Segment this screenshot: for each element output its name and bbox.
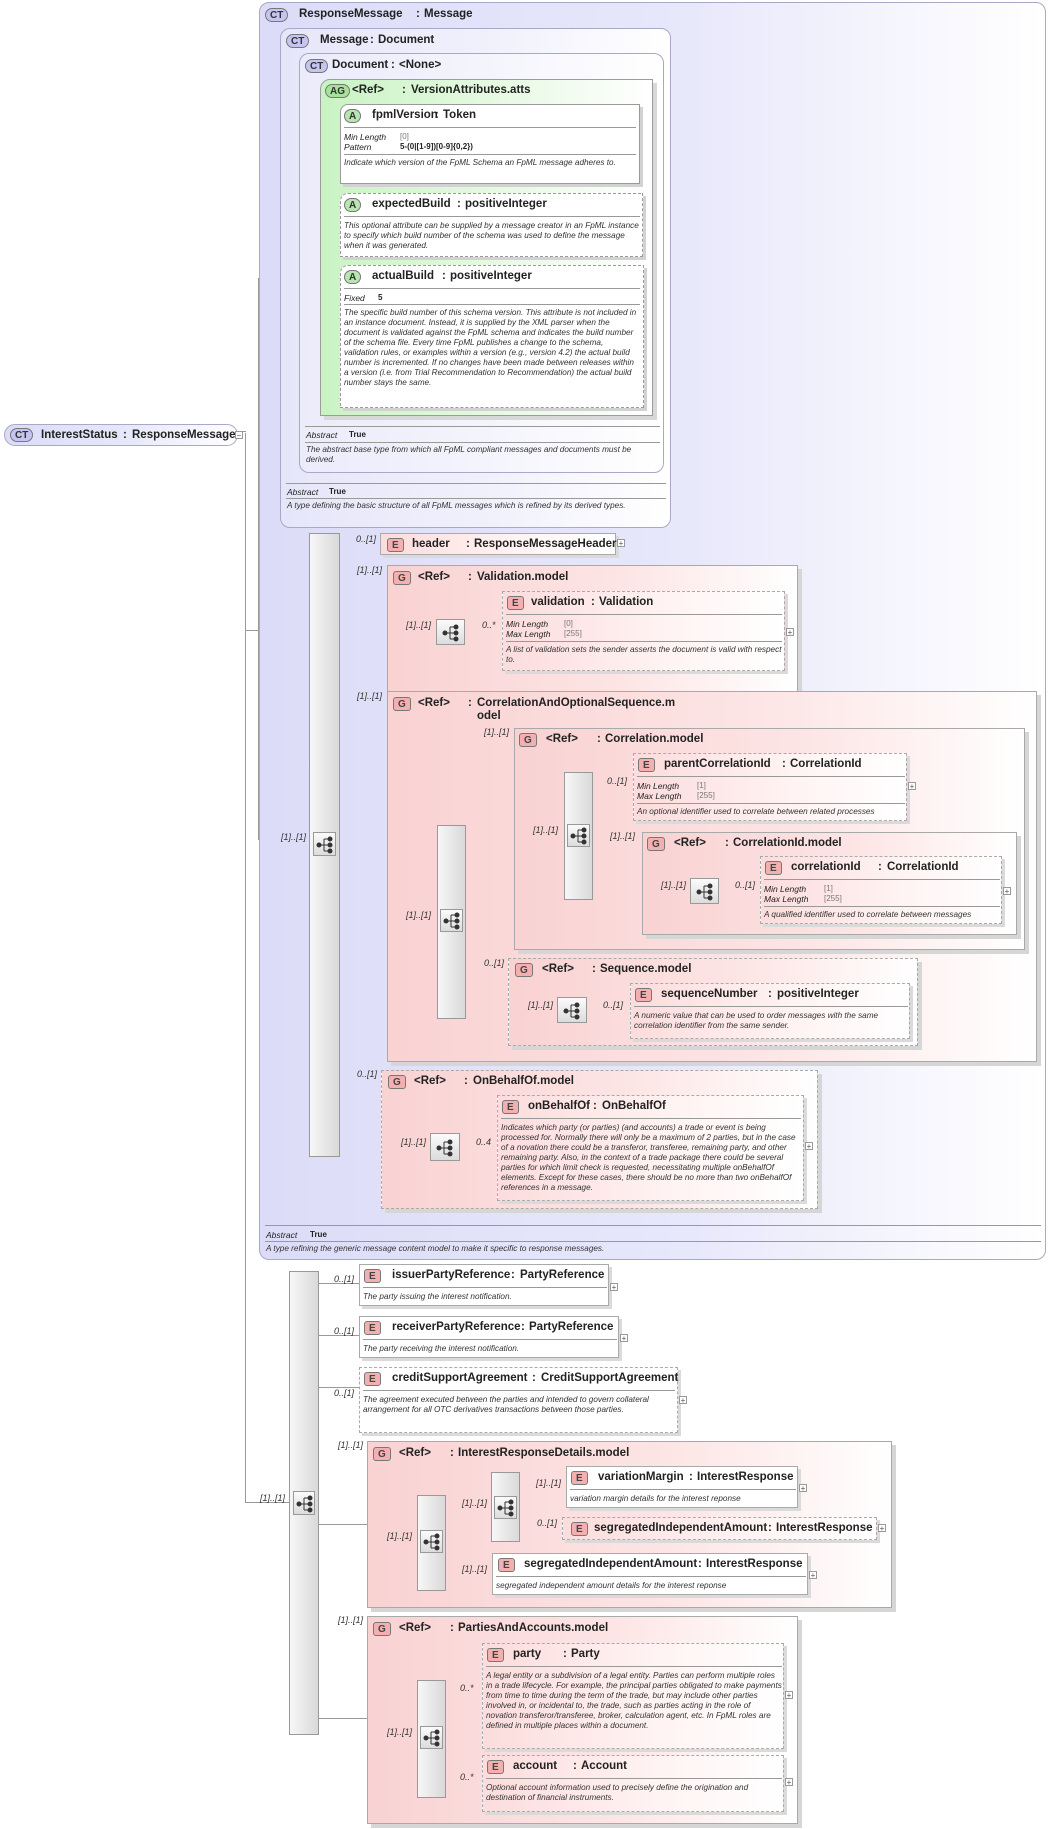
expand-icon[interactable]: + — [620, 1334, 628, 1343]
sequence-compositor-icon[interactable] — [436, 619, 465, 645]
attribute-actualbuild[interactable]: A actualBuild : positiveInteger Fixed 5 … — [340, 265, 644, 408]
attribute-group-icon: AG — [325, 84, 350, 98]
element-icon: E — [638, 758, 655, 772]
element-icon: E — [498, 1558, 515, 1572]
sequence-compositor-icon[interactable] — [420, 1726, 443, 1749]
sequence-compositor-icon[interactable] — [293, 1491, 315, 1515]
element-icon: E — [364, 1321, 381, 1335]
element-parentcorrelationid[interactable]: E parentCorrelationId : CorrelationId Mi… — [633, 753, 907, 821]
element-icon: E — [387, 538, 404, 552]
expand-icon[interactable]: + — [799, 1484, 807, 1493]
sequence-compositor-icon[interactable] — [557, 997, 587, 1023]
attribute-icon: A — [344, 109, 362, 123]
element-correlationid[interactable]: E correlationId : CorrelationId Min Leng… — [760, 856, 1002, 924]
collapse-icon[interactable]: − — [235, 431, 243, 440]
element-icon: E — [571, 1522, 588, 1536]
sequence-compositor-icon[interactable] — [430, 1133, 460, 1161]
attribute-expectedbuild[interactable]: A expectedBuild : positiveInteger This o… — [340, 193, 643, 257]
element-icon: E — [635, 988, 652, 1002]
type-name: Message — [320, 34, 369, 46]
element-header[interactable]: E header : ResponseMessageHeader — [380, 533, 617, 555]
expand-icon[interactable]: + — [785, 1778, 793, 1787]
expand-icon[interactable]: + — [786, 628, 794, 637]
attribute-icon: A — [344, 198, 362, 212]
group-icon: G — [393, 697, 411, 711]
expand-icon[interactable]: + — [785, 1691, 793, 1700]
expand-icon[interactable]: + — [617, 539, 625, 548]
group-icon: G — [388, 1075, 406, 1089]
element-account[interactable]: E account : Account Optional account inf… — [482, 1755, 784, 1812]
sequence-compositor-icon[interactable] — [690, 878, 719, 904]
expand-icon[interactable]: + — [805, 1142, 813, 1151]
type-base: Document — [378, 34, 435, 46]
sequence-compositor-icon[interactable] — [313, 832, 336, 856]
attribute-icon: A — [344, 270, 362, 284]
element-variationmargin[interactable]: E variationMargin : InterestResponse var… — [566, 1466, 798, 1508]
group-icon: G — [393, 571, 411, 585]
group-icon: G — [647, 837, 665, 851]
complex-type-icon: CT — [10, 428, 34, 442]
element-receiverpartyreference[interactable]: E receiverPartyReference : PartyReferenc… — [359, 1316, 619, 1358]
element-icon: E — [765, 861, 782, 875]
element-icon: E — [364, 1372, 381, 1386]
element-icon: E — [507, 596, 524, 610]
expand-icon[interactable]: + — [679, 1396, 687, 1405]
expand-icon[interactable]: + — [809, 1571, 817, 1580]
element-icon: E — [487, 1648, 504, 1662]
complex-type-icon: CT — [286, 34, 310, 48]
group-icon: G — [373, 1447, 391, 1461]
choice-compositor-icon[interactable] — [420, 1530, 443, 1553]
element-creditsupportagreement[interactable]: E creditSupportAgreement : CreditSupport… — [359, 1367, 678, 1433]
sequence-compositor-icon[interactable] — [440, 909, 463, 932]
expand-icon[interactable]: + — [878, 1524, 886, 1533]
group-icon: G — [515, 963, 533, 977]
element-sequencenumber[interactable]: E sequenceNumber : positiveInteger A num… — [630, 983, 910, 1039]
sequence-compositor-icon[interactable] — [494, 1496, 517, 1519]
element-validation[interactable]: E validation : Validation Min Length [0]… — [502, 591, 785, 671]
element-segregatedindependentamount[interactable]: E segregatedIndependentAmount : Interest… — [492, 1553, 808, 1595]
element-icon: E — [502, 1100, 519, 1114]
type-base: <None> — [399, 59, 442, 71]
root-type-base: ResponseMessage — [132, 429, 236, 441]
element-issuerpartyreference[interactable]: E issuerPartyReference : PartyReference … — [359, 1264, 609, 1306]
attribute-fpmlversion[interactable]: A fpmlVersion : Token Min Length [0] Pat… — [340, 104, 640, 184]
type-name: Document — [332, 59, 389, 71]
element-icon: E — [364, 1269, 381, 1283]
expand-icon[interactable]: + — [1003, 887, 1011, 896]
complex-type-icon: CT — [305, 59, 329, 73]
group-icon: G — [519, 733, 537, 747]
element-icon: E — [487, 1760, 504, 1774]
type-name: ResponseMessage — [299, 8, 403, 20]
expand-icon[interactable]: + — [610, 1283, 618, 1292]
type-base: Message — [424, 8, 473, 20]
expand-icon[interactable]: + — [908, 782, 916, 791]
element-icon: E — [571, 1471, 588, 1485]
element-party[interactable]: E party : Party A legal entity or a subd… — [482, 1643, 784, 1749]
root-type-name: InterestStatus — [41, 429, 118, 441]
element-segregatedindependentamount-optional[interactable]: E segregatedIndependentAmount : Interest… — [562, 1517, 877, 1540]
group-icon: G — [373, 1622, 391, 1636]
root-type-box[interactable]: CT InterestStatus : ResponseMessage — [4, 424, 238, 446]
complex-type-icon: CT — [265, 8, 289, 22]
sequence-compositor-icon[interactable] — [567, 824, 590, 847]
element-onbehalfof[interactable]: E onBehalfOf : OnBehalfOf Indicates whic… — [497, 1095, 804, 1201]
